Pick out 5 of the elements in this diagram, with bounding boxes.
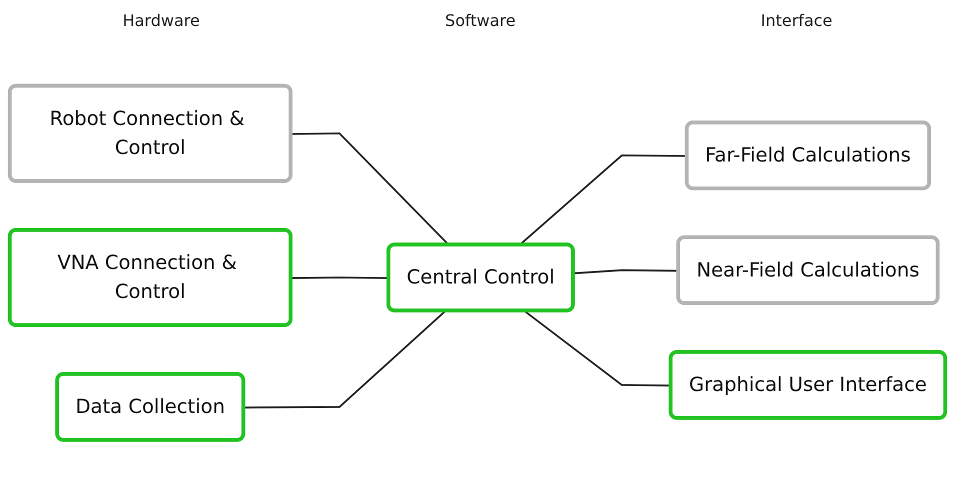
- connector: [244, 310, 446, 408]
- column-heading: Software: [445, 10, 516, 30]
- column-heading: Hardware: [122, 10, 200, 30]
- connector: [291, 276, 389, 279]
- column-heading: Interface: [760, 10, 832, 30]
